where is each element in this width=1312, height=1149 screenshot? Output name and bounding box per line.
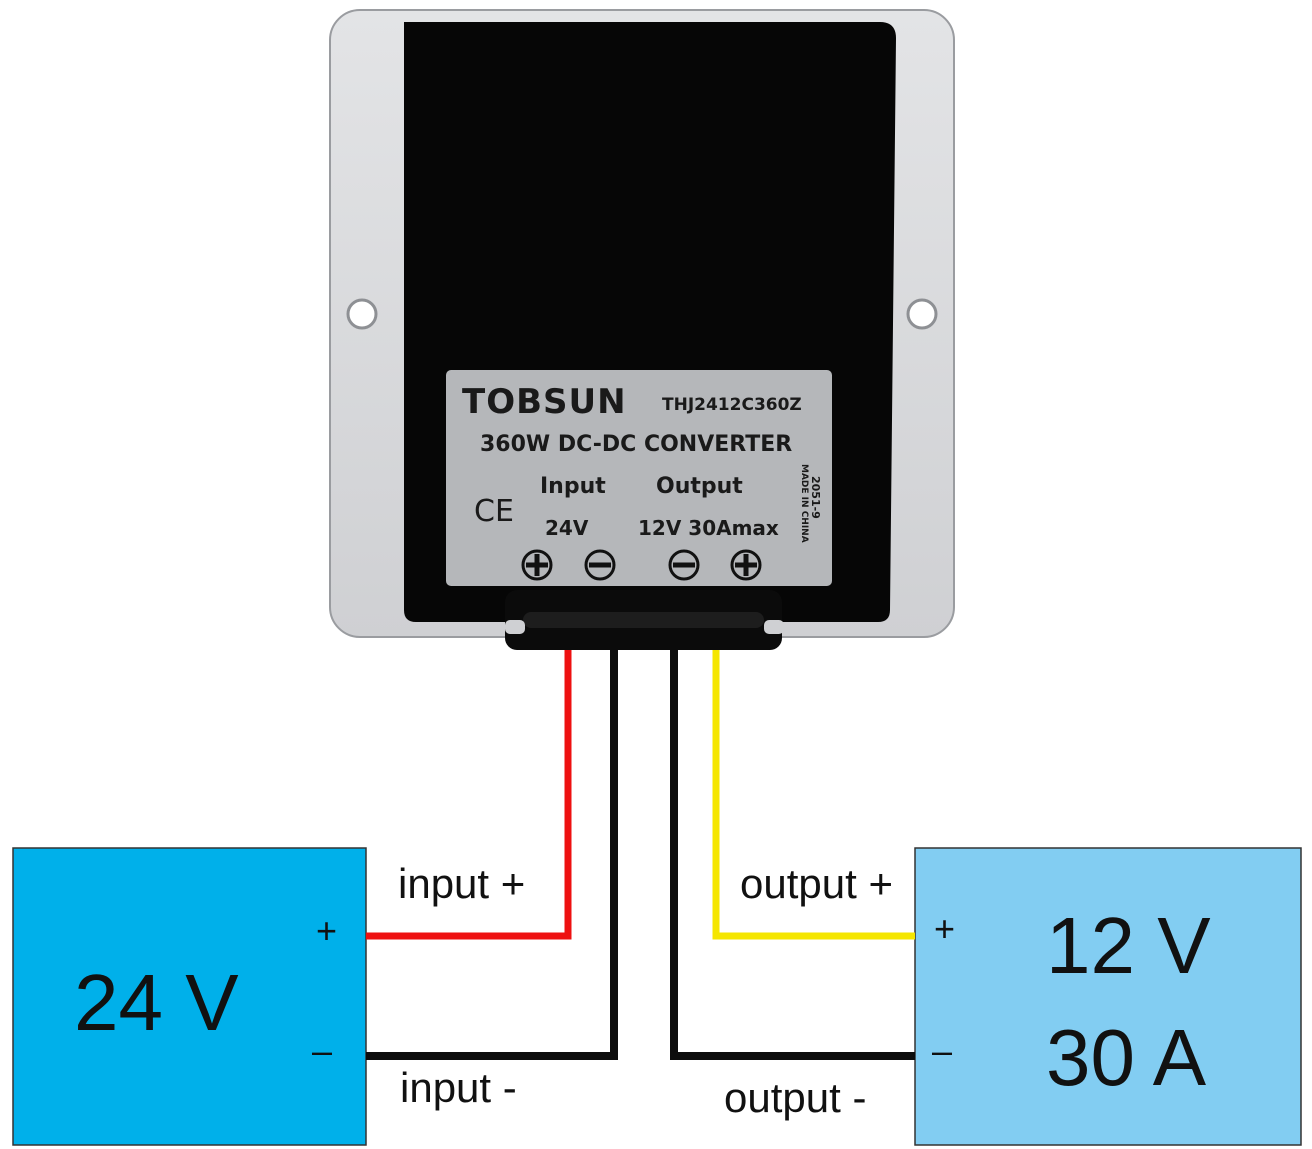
output-load-box bbox=[914, 847, 1302, 1146]
input-plus-wire bbox=[366, 650, 572, 940]
input-voltage: 24 V bbox=[74, 958, 239, 1047]
origin-text: MADE IN CHINA bbox=[799, 464, 809, 543]
batch-code: 2051-9 bbox=[809, 476, 822, 519]
input-plus-label: input + bbox=[398, 860, 526, 907]
minus-circle-icon bbox=[584, 549, 616, 581]
input-heading: Input bbox=[540, 474, 606, 499]
output-rating: 12V 30Amax bbox=[638, 516, 779, 540]
output-current: 30 A bbox=[1046, 1013, 1207, 1102]
output-minus-label: output - bbox=[724, 1074, 867, 1121]
input-minus-sign: – bbox=[312, 1030, 333, 1071]
model-number: THJ2412C360Z bbox=[662, 395, 802, 415]
label-plate bbox=[446, 370, 832, 586]
input-minus-label: input - bbox=[400, 1064, 517, 1111]
input-rating: 24V bbox=[545, 516, 589, 540]
brand-name: TOBSUN bbox=[462, 382, 627, 422]
converter-title: 360W DC-DC CONVERTER bbox=[480, 432, 793, 457]
input-plus-sign: + bbox=[316, 910, 338, 951]
output-plus-label: output + bbox=[740, 860, 893, 907]
output-minus-wire bbox=[670, 650, 915, 1060]
output-heading: Output bbox=[656, 474, 743, 499]
output-minus-sign: – bbox=[932, 1030, 953, 1071]
plus-circle-icon bbox=[521, 549, 553, 581]
minus-circle-icon bbox=[668, 549, 700, 581]
plus-circle-icon bbox=[730, 549, 762, 581]
ce-mark: CE bbox=[474, 494, 514, 529]
cable-grommet bbox=[505, 590, 784, 650]
input-source-box bbox=[12, 847, 367, 1146]
output-voltage: 12 V bbox=[1046, 901, 1211, 990]
input-minus-wire bbox=[366, 650, 618, 1060]
output-plus-wire bbox=[712, 650, 915, 940]
output-plus-sign: + bbox=[934, 908, 956, 949]
